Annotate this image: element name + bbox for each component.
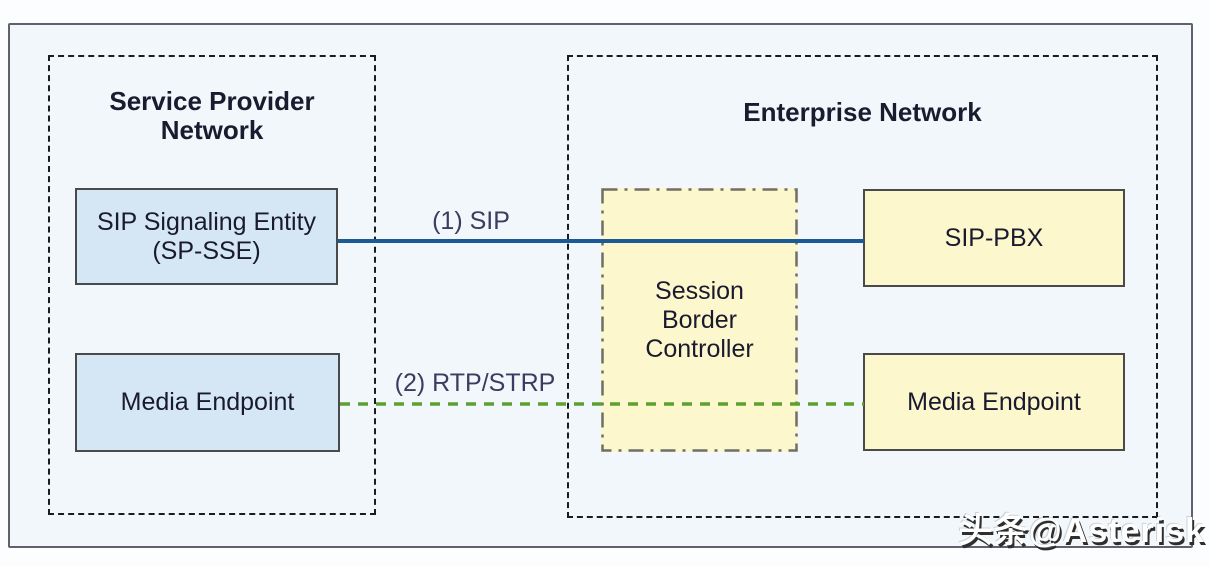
sip-connection-label: (1) SIP xyxy=(432,207,510,235)
node-session-border-controller: Session Border Controller xyxy=(601,188,798,452)
rtp-connection-label: (2) RTP/STRP xyxy=(394,369,556,397)
service-provider-network-box xyxy=(48,55,376,515)
sbc-label: Session Border Controller xyxy=(645,276,754,363)
enterprise-network-title: Enterprise Network xyxy=(743,97,982,127)
sbc-dash-dot-border xyxy=(601,188,798,452)
node-sip-pbx: SIP-PBX xyxy=(863,189,1125,287)
service-provider-network-title: Service Provider Network xyxy=(109,86,315,145)
node-media-endpoint-provider: Media Endpoint xyxy=(75,353,340,452)
node-media-endpoint-enterprise: Media Endpoint xyxy=(863,353,1125,451)
enterprise-network-box xyxy=(567,55,1158,518)
node-sip-signaling-entity: SIP Signaling Entity (SP-SSE) xyxy=(75,188,338,285)
watermark-text: 头条@Asterisk xyxy=(958,512,1205,550)
